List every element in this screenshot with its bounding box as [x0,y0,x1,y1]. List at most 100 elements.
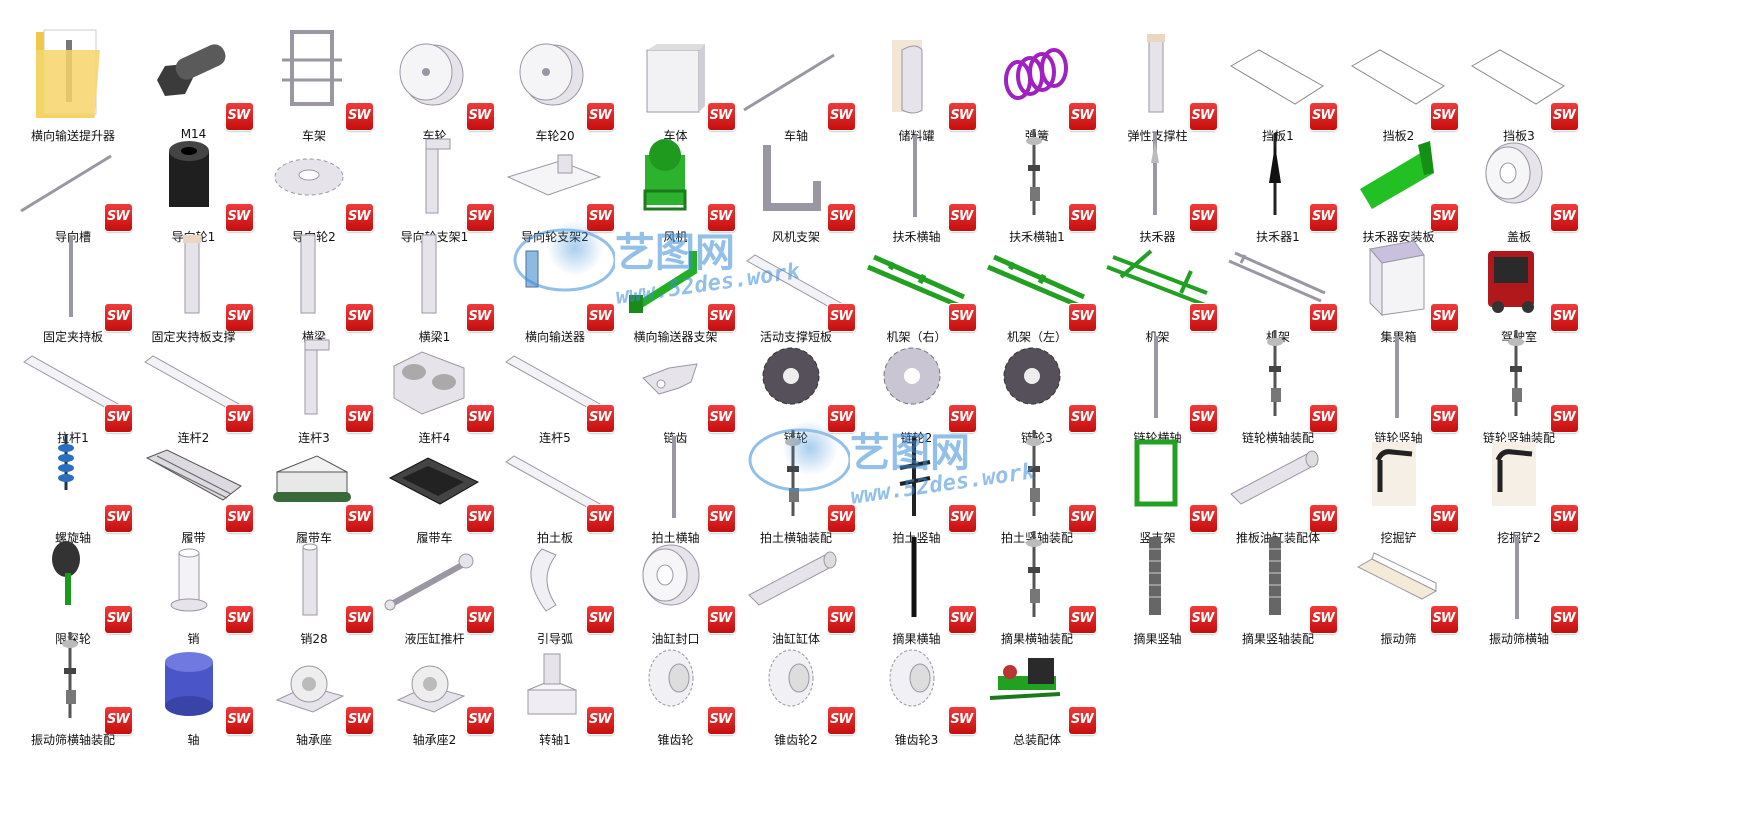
file-item[interactable]: SW导向轮2 [247,109,381,244]
file-item[interactable]: SW挖掘铲2 [1452,410,1586,545]
solidworks-badge-icon: SW [105,606,132,633]
shaft-assembly-icon [6,614,140,722]
file-item[interactable]: SW储料罐 [850,8,984,143]
file-item[interactable]: SW竖支架 [1091,410,1225,545]
file-item[interactable]: SW推板油缸装配体 [1211,410,1345,545]
file-item[interactable]: SW集果箱 [1332,209,1466,344]
solidworks-badge-icon: SW [1069,606,1096,633]
badge-text: SW [1432,611,1456,626]
badge-text: SW [709,711,733,727]
green-bracket-icon [609,211,743,319]
file-item[interactable]: SW链齿 [609,310,743,445]
file-label: 链轮2 [900,430,933,445]
file-label: 车轮20 [535,129,575,143]
track-icon [127,412,261,520]
badge-text: SW [1432,409,1456,425]
file-item[interactable]: 横向输送提升器 [6,8,140,143]
file-item[interactable]: SW导向轮支架1 [368,109,502,244]
badge-text: SW [1191,108,1215,123]
solidworks-badge-icon: SW [105,404,132,432]
file-item[interactable]: SW导向轮1 [127,109,261,244]
file-item[interactable]: SW导向槽 [6,109,140,244]
solidworks-badge-icon: SW [828,706,855,734]
